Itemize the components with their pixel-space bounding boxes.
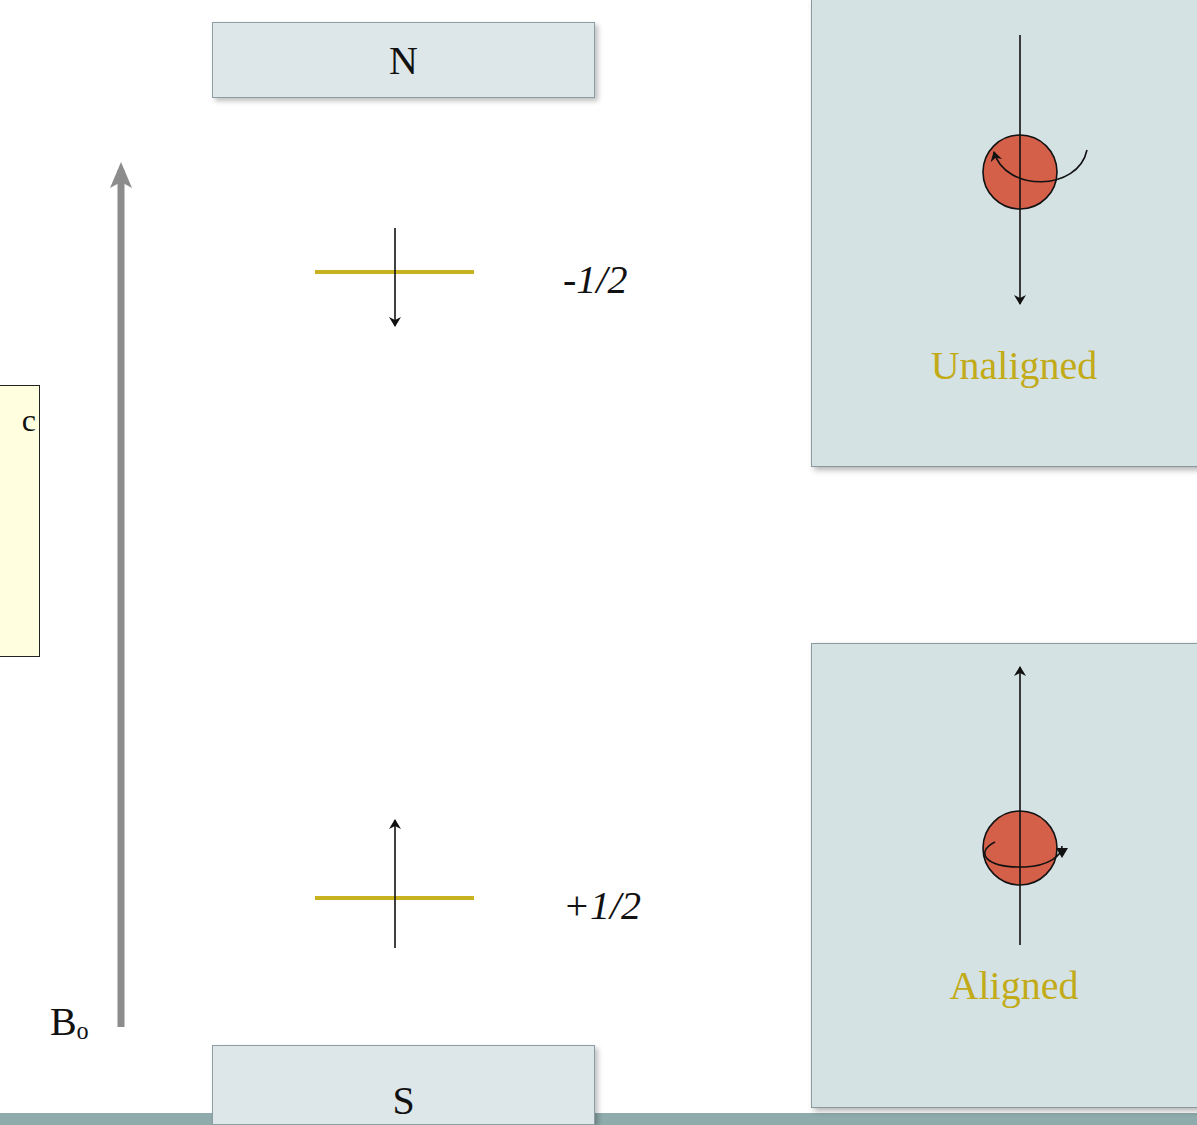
spin-axis — [1019, 35, 1021, 304]
magnet-pole-box: N — [212, 22, 595, 98]
spin-panel: Aligned — [811, 643, 1197, 1108]
note-box: c — [0, 385, 40, 657]
field-label: Bₒ — [50, 1000, 88, 1044]
spin-axis — [1019, 135, 1021, 209]
spin-panel: Unaligned — [811, 0, 1197, 467]
field-arrow — [118, 170, 125, 1027]
box-text: Aligned — [812, 964, 1197, 1008]
spin-axis — [1019, 811, 1021, 885]
magnet-pole-box: S — [212, 1045, 595, 1125]
field-arrowhead — [110, 162, 132, 188]
panel-fill — [811, 0, 1197, 467]
spin-arrow — [394, 820, 396, 948]
box-text: Unaligned — [812, 344, 1197, 388]
panel-fill — [811, 643, 1197, 1108]
nucleus — [983, 811, 1057, 885]
nucleus — [983, 135, 1057, 209]
spin-axis — [1019, 667, 1021, 945]
spin-quantum-number: -1/2 — [563, 258, 627, 302]
box-text: c — [22, 403, 36, 438]
spin-quantum-number: +1/2 — [563, 884, 641, 928]
box-text: N — [213, 39, 594, 83]
footer-band — [0, 1113, 1197, 1125]
spin-arrow — [394, 228, 396, 326]
spin-direction-head — [1056, 848, 1068, 858]
spin-direction — [985, 842, 1062, 867]
spin-direction — [994, 150, 1087, 182]
box-text: S — [213, 1079, 594, 1123]
